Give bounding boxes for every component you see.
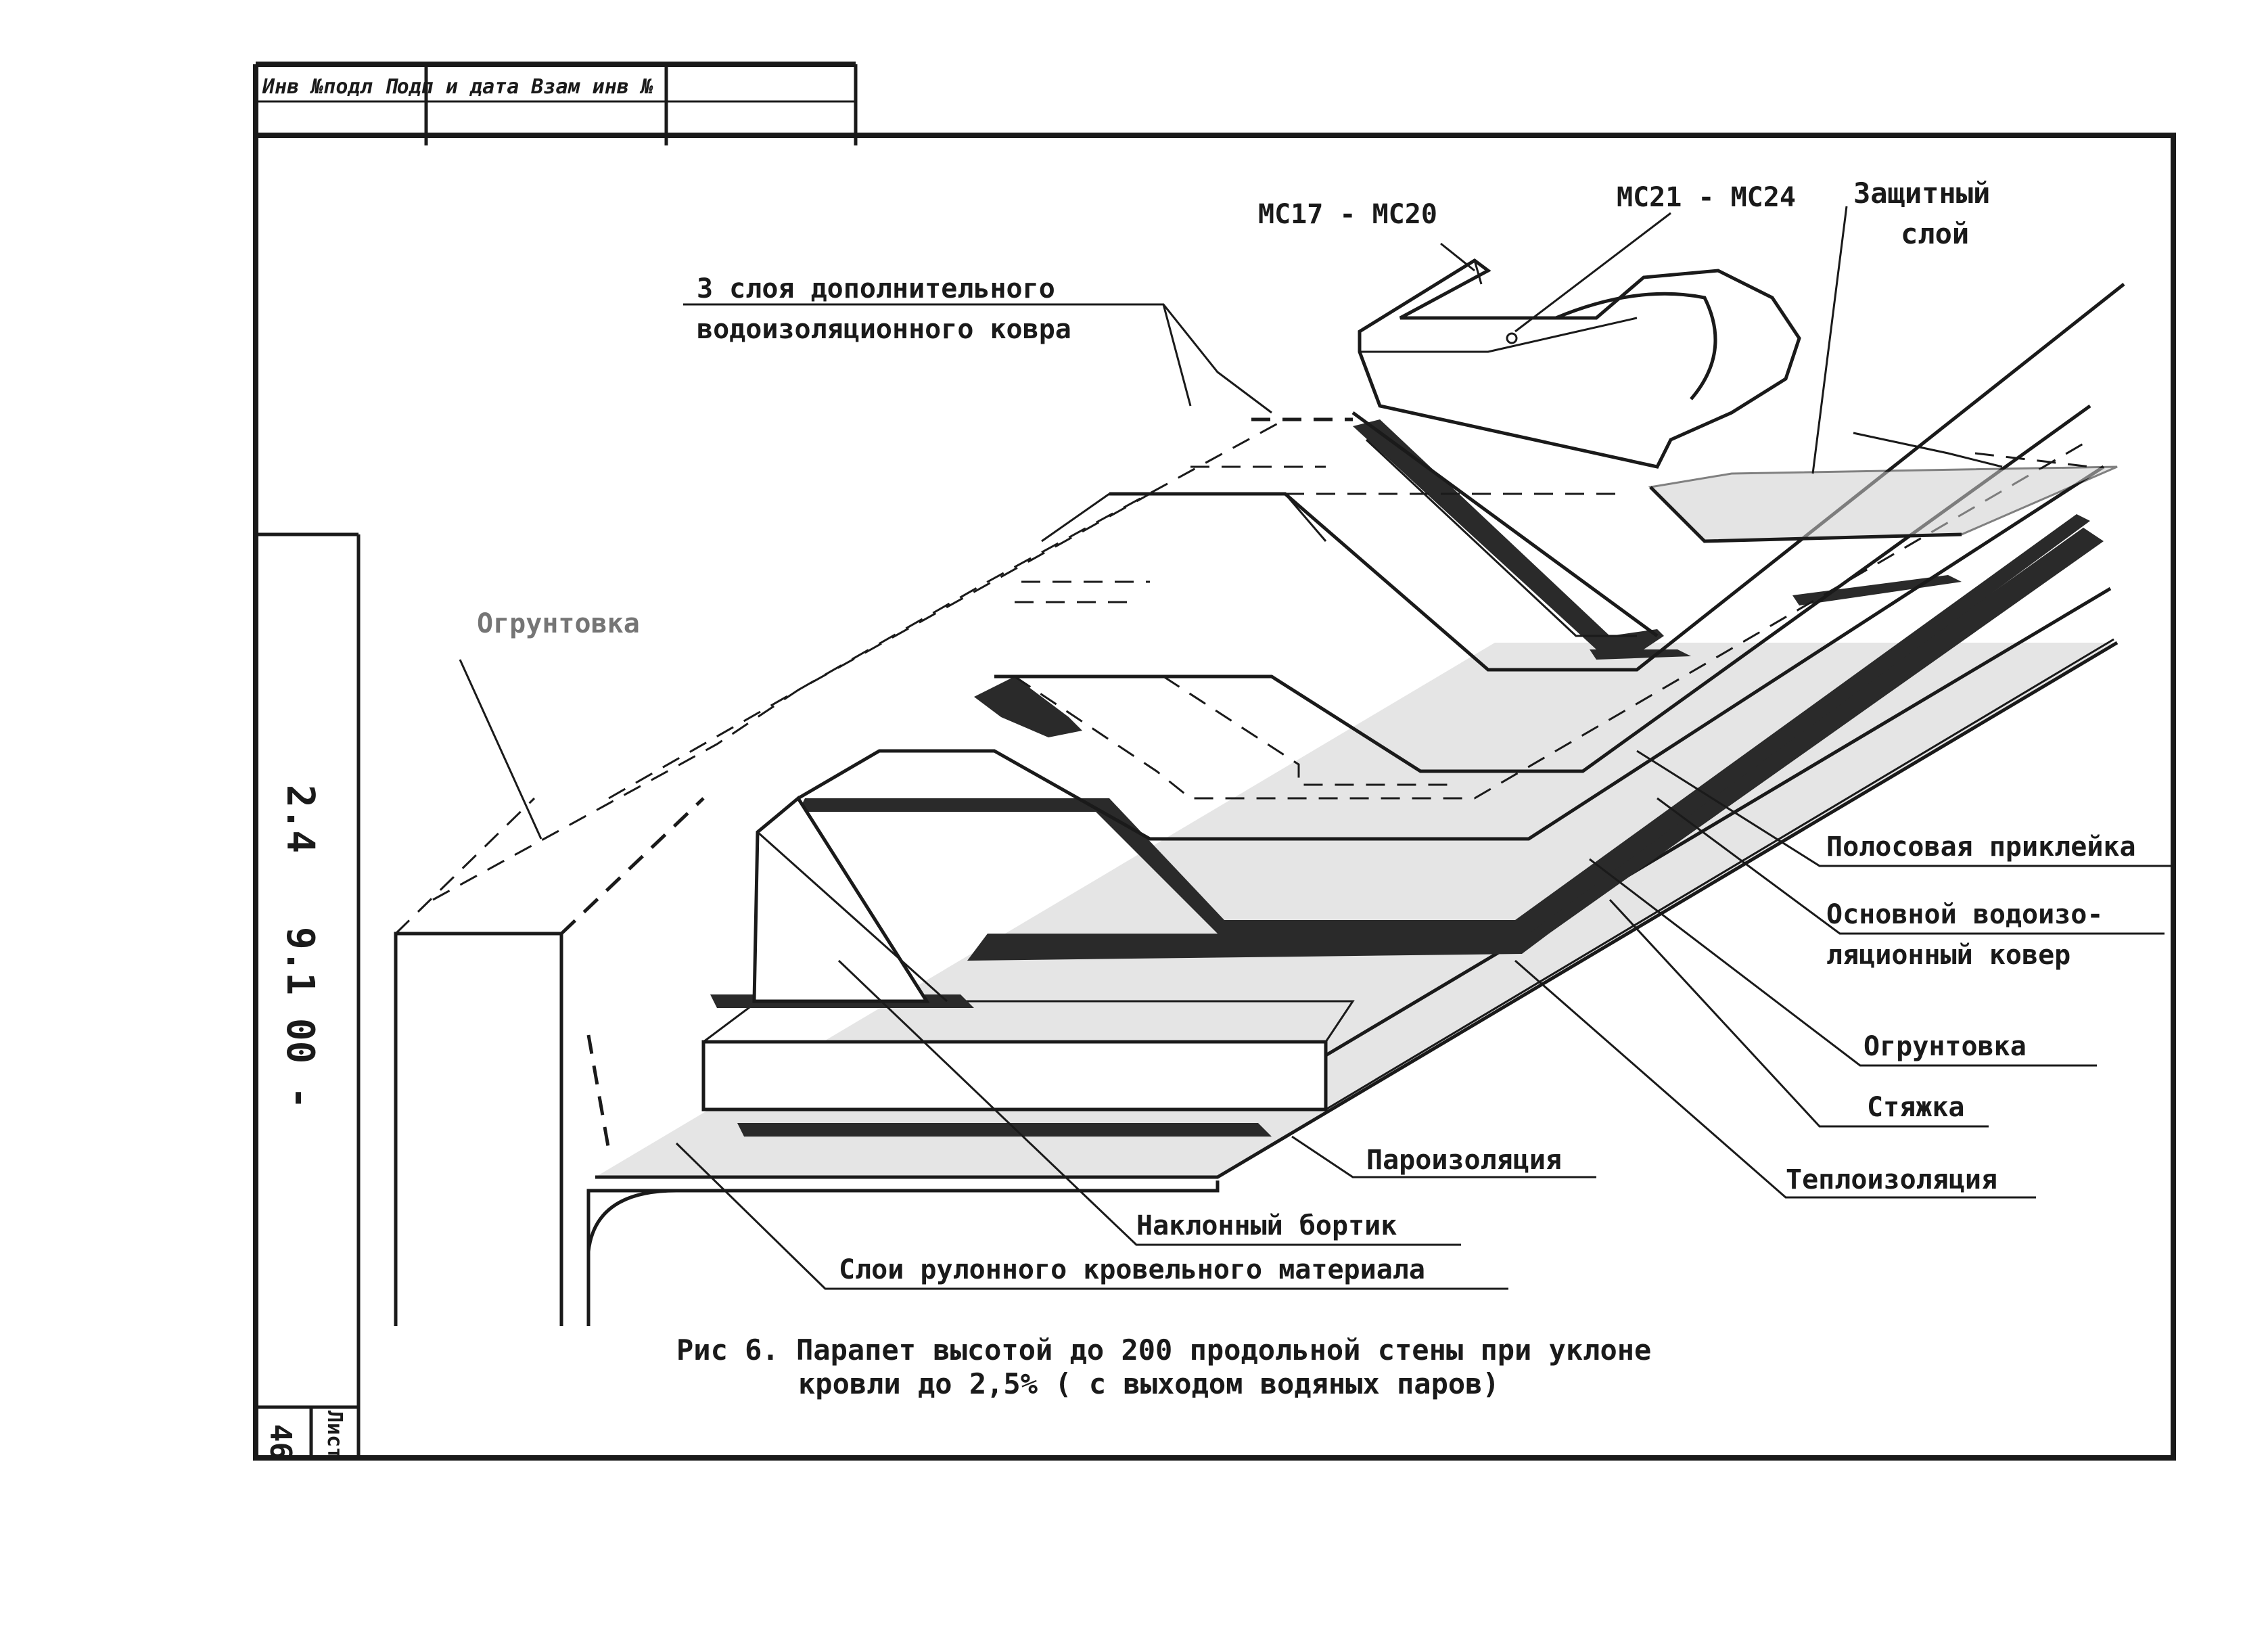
label-roll-material-layers: Слои рулонного кровельного материала: [839, 1254, 1425, 1285]
roofing-layers: [797, 283, 2125, 841]
label-main-carpet-1: Основной водоизо-: [1826, 899, 2103, 930]
label-sloped-fillet: Наклонный бортик: [1136, 1210, 1397, 1241]
parapet-cap: [1358, 258, 1801, 469]
roof-edge-dashed: [432, 418, 1286, 901]
label-protective-layer-1: Защитный: [1853, 177, 1990, 210]
label-additional-carpet-2: водоизоляционного ковра: [697, 314, 1071, 345]
side-code: 2.4 9.1 00 - Лист 46: [263, 785, 346, 1460]
stamp-text: Инв №подл Подп и дата Взам инв №: [262, 75, 653, 99]
label-protective-layer-2: слой: [1901, 217, 1969, 250]
label-vapor-barrier: Пароизоляция: [1366, 1145, 1562, 1176]
hatch-marks: [586, 417, 1353, 1151]
label-thermal-insulation: Теплоизоляция: [1786, 1164, 1997, 1195]
protective-layer: [1648, 432, 2118, 543]
parapet-wall: [394, 797, 1220, 1326]
caption-line-1: Рис 6. Парапет высотой до 200 продольной…: [676, 1333, 1651, 1367]
label-ms17-ms20: МС17 - МС20: [1258, 199, 1437, 230]
caption-line-2: кровли до 2,5% ( с выходом водяных паров…: [798, 1367, 1500, 1400]
roof-section-diagram: [394, 258, 2125, 1326]
drawing-frame: [253, 62, 2176, 1461]
stamp-strip: Инв №подл Подп и дата Взам инв №: [262, 75, 653, 99]
side-code-top: 2.4: [278, 785, 322, 853]
label-ms21-ms24: МС21 - МС24: [1617, 182, 1796, 213]
label-primer-left: Огрунтовка: [477, 608, 640, 639]
sheet-number: 46: [263, 1424, 298, 1460]
label-screed: Стяжка: [1867, 1092, 1965, 1123]
label-primer-right: Огрунтовка: [1864, 1031, 2027, 1062]
leader-lines: [459, 206, 2171, 1290]
callout-labels: МС17 - МС20 МС21 - МС24 Защитный слой 3 …: [477, 177, 2136, 1285]
figure-caption: Рис 6. Парапет высотой до 200 продольной…: [676, 1333, 1651, 1400]
sheet-label: Лист: [323, 1411, 346, 1459]
label-additional-carpet-1: 3 слоя дополнительного: [697, 273, 1055, 304]
label-main-carpet-2: ляционный ковер: [1826, 940, 2070, 971]
side-code-bottom: 9.1 00 -: [278, 927, 322, 1109]
label-strip-gluing: Полосовая приклейка: [1826, 831, 2136, 863]
